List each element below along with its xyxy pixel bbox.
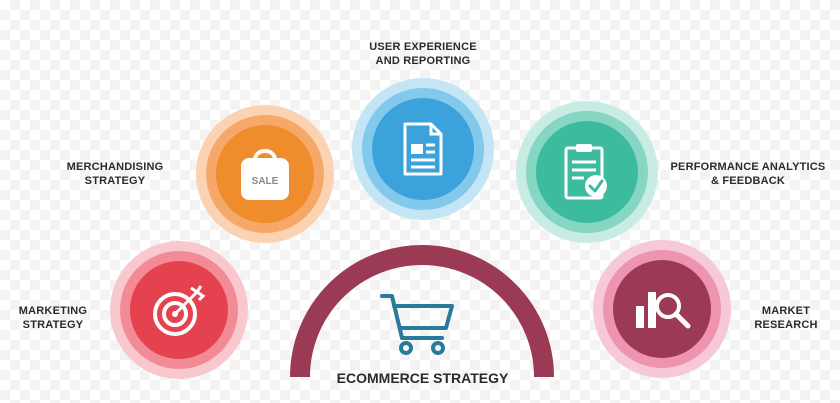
sale-text: SALE [252,176,279,187]
performance-label: PERFORMANCE ANALYTICS & FEEDBACK [670,161,826,187]
user-experience-label: USER EXPERIENCE AND REPORTING [369,41,477,67]
shopping-bag-icon: SALE [241,149,289,200]
marketing-node[interactable] [110,241,248,379]
clipboard-check-icon [564,144,607,200]
performance-node[interactable] [516,101,658,243]
target-icon [153,285,206,336]
market-research-node[interactable] [593,240,731,378]
document-icon [403,122,443,176]
merchandising-node[interactable]: SALE [196,105,334,243]
performance-core [536,121,638,223]
chart-magnifier-icon [636,292,691,329]
marketing-core [130,261,228,359]
merchandising-core: SALE [216,125,314,223]
center-title: ECOMMERCE STRATEGY [336,370,509,386]
user-experience-core [372,98,474,200]
merchandising-label: MERCHANDISING STRATEGY [66,161,164,187]
user-experience-node[interactable] [352,78,494,220]
market-research-core [613,260,711,358]
shopping-cart-icon [380,294,454,355]
market-research-label: MARKET RESEARCH [754,305,818,331]
marketing-label: MARKETING STRATEGY [18,305,88,331]
